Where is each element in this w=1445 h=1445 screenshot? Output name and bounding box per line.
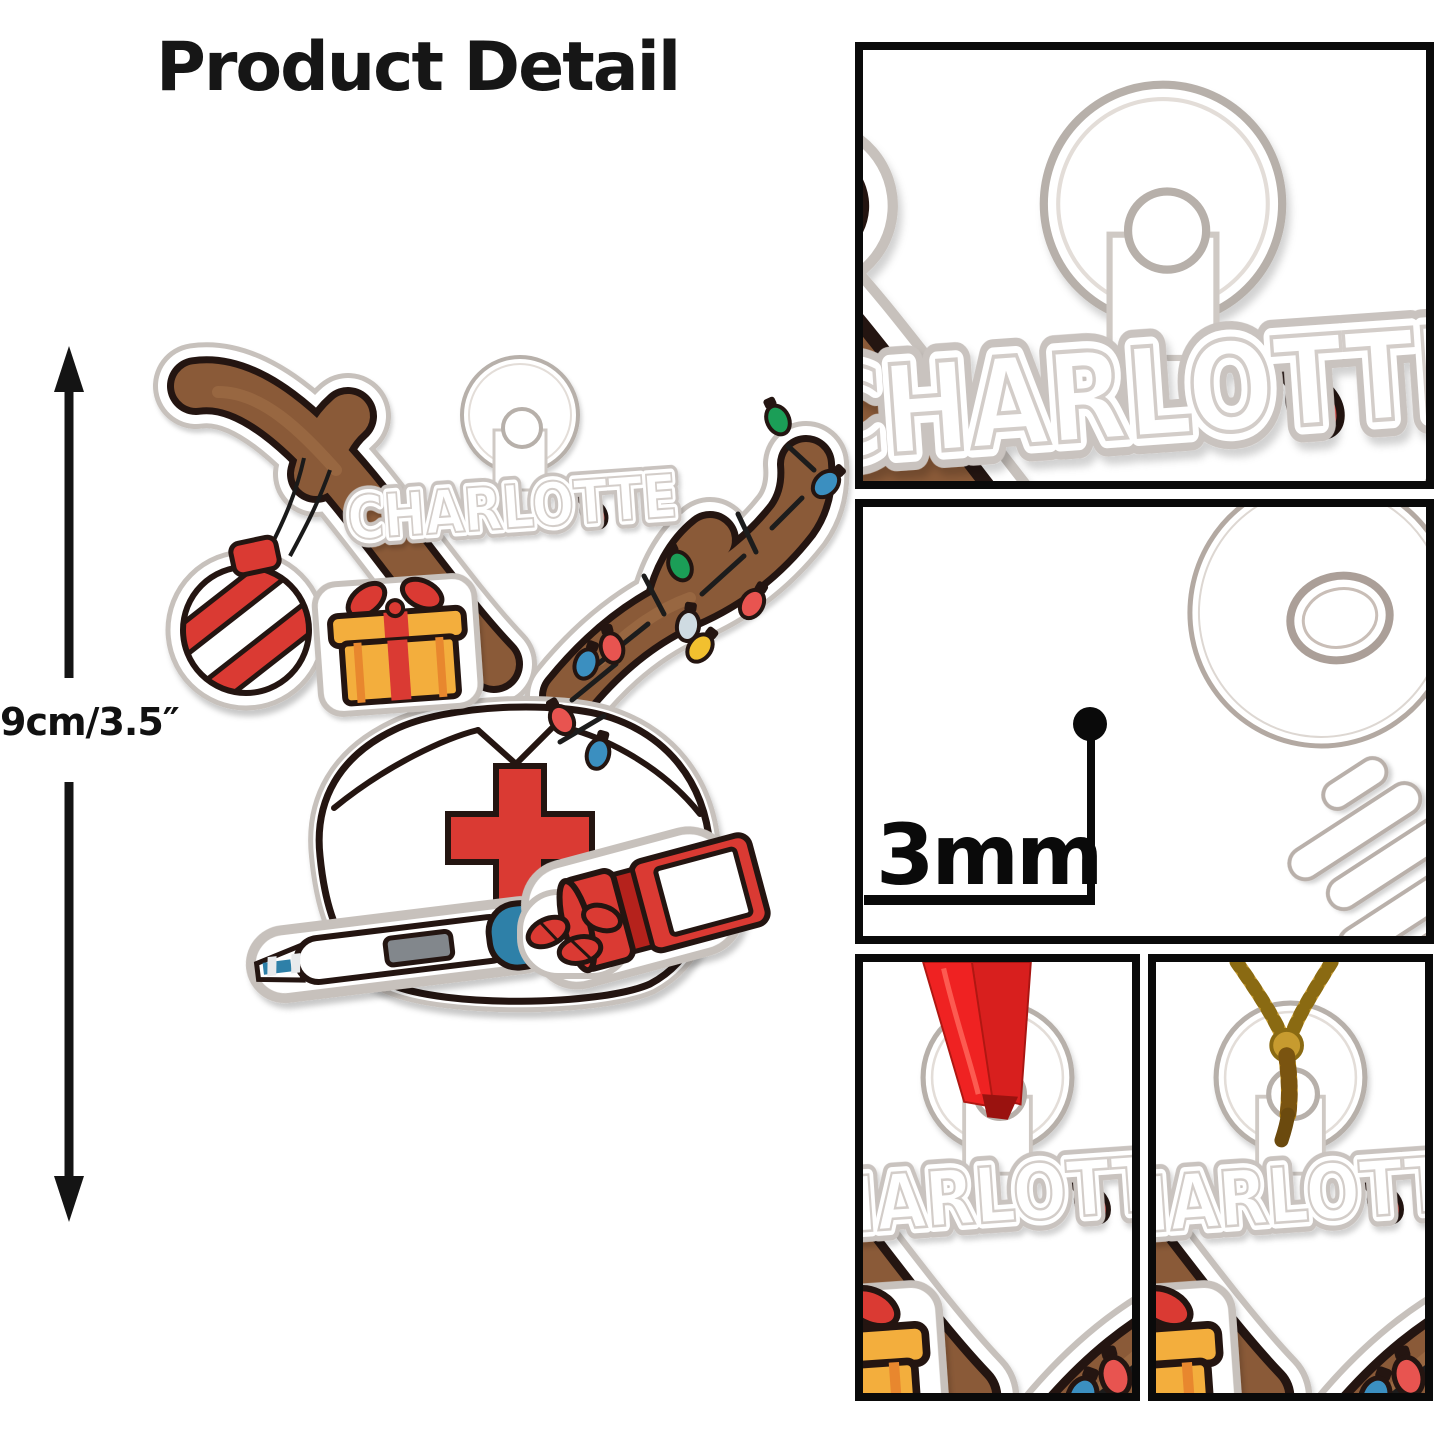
- gold-cord: [1229, 962, 1339, 1148]
- detail-panel-thickness: 3mm: [855, 499, 1434, 944]
- height-dimension-label: 9cm/3.5″: [0, 700, 180, 744]
- detail-panel-red-ribbon: [855, 954, 1140, 1401]
- page-title: Product Detail: [156, 28, 681, 107]
- detail-panel-name-closeup: [855, 42, 1434, 489]
- callout-dot-icon: [1073, 707, 1107, 741]
- thickness-callout: 3mm: [864, 707, 1107, 905]
- detail-panel-gold-cord: [1148, 954, 1433, 1401]
- ornament-illustration: [130, 320, 870, 1060]
- red-ribbon: [922, 962, 1032, 1120]
- acrylic-edge-view: [1187, 507, 1426, 936]
- height-dimension-arrow: [54, 346, 84, 1222]
- thickness-label: 3mm: [876, 806, 1101, 904]
